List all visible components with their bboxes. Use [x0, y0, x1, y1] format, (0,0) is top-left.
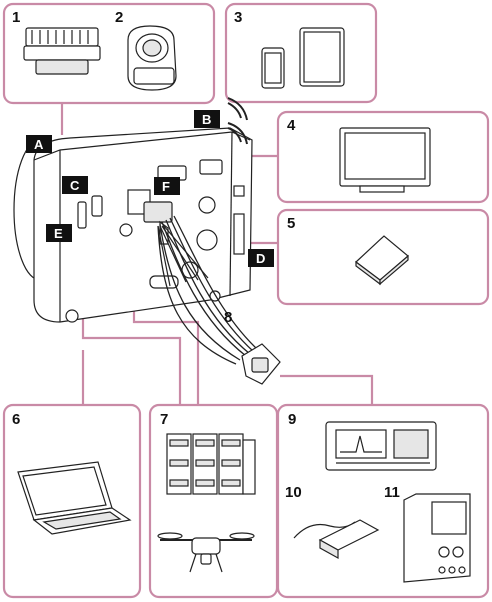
signal-generator-icon — [325, 421, 437, 471]
svg-text:F: F — [162, 179, 170, 194]
tag-B: B — [194, 110, 220, 128]
tag-A: A — [26, 135, 52, 153]
label-9: 9 — [288, 411, 296, 428]
label-2: 2 — [115, 9, 123, 26]
box-computer: 6 — [2, 403, 142, 599]
label-3: 3 — [234, 9, 242, 26]
monitor-icon — [339, 127, 431, 193]
power-supply-icon — [403, 493, 471, 583]
svg-text:E: E — [54, 226, 63, 241]
label-5: 5 — [287, 215, 295, 232]
svg-text:A: A — [34, 137, 44, 152]
box-memory-card: 5 — [276, 208, 490, 306]
label-8: 8 — [224, 309, 232, 326]
tablet-icon — [299, 27, 345, 87]
multi-connector-cable: 8 — [157, 215, 281, 385]
lens-icon — [23, 27, 101, 75]
server-rack-icon — [166, 433, 256, 495]
svg-text:C: C — [70, 178, 80, 193]
label-10: 10 — [285, 484, 302, 501]
label-11: 11 — [384, 484, 400, 501]
wireless-signal-icon — [227, 97, 248, 145]
box-recorders-drone: 7 — [148, 403, 279, 599]
tag-C: C — [62, 176, 88, 194]
box-lens-adapter: 1 2 — [2, 2, 216, 105]
svg-text:B: B — [202, 112, 211, 127]
box-test-equipment: 9 10 11 — [276, 403, 490, 599]
box-monitor: 4 — [276, 110, 490, 204]
memory-card-icon — [355, 235, 409, 286]
svg-text:D: D — [256, 251, 265, 266]
tag-F: F — [154, 177, 180, 195]
smartphone-icon — [261, 47, 285, 89]
label-7: 7 — [160, 411, 168, 428]
label-6: 6 — [12, 411, 20, 428]
mount-adapter-icon — [127, 25, 177, 91]
tag-E: E — [46, 224, 72, 242]
box-mobile-devices: 3 — [224, 2, 378, 104]
laptop-icon — [17, 461, 132, 535]
label-4: 4 — [287, 117, 296, 134]
drone-icon — [157, 532, 255, 573]
tag-D: D — [248, 249, 274, 267]
ac-adapter-icon — [293, 519, 380, 560]
label-1: 1 — [12, 9, 20, 26]
